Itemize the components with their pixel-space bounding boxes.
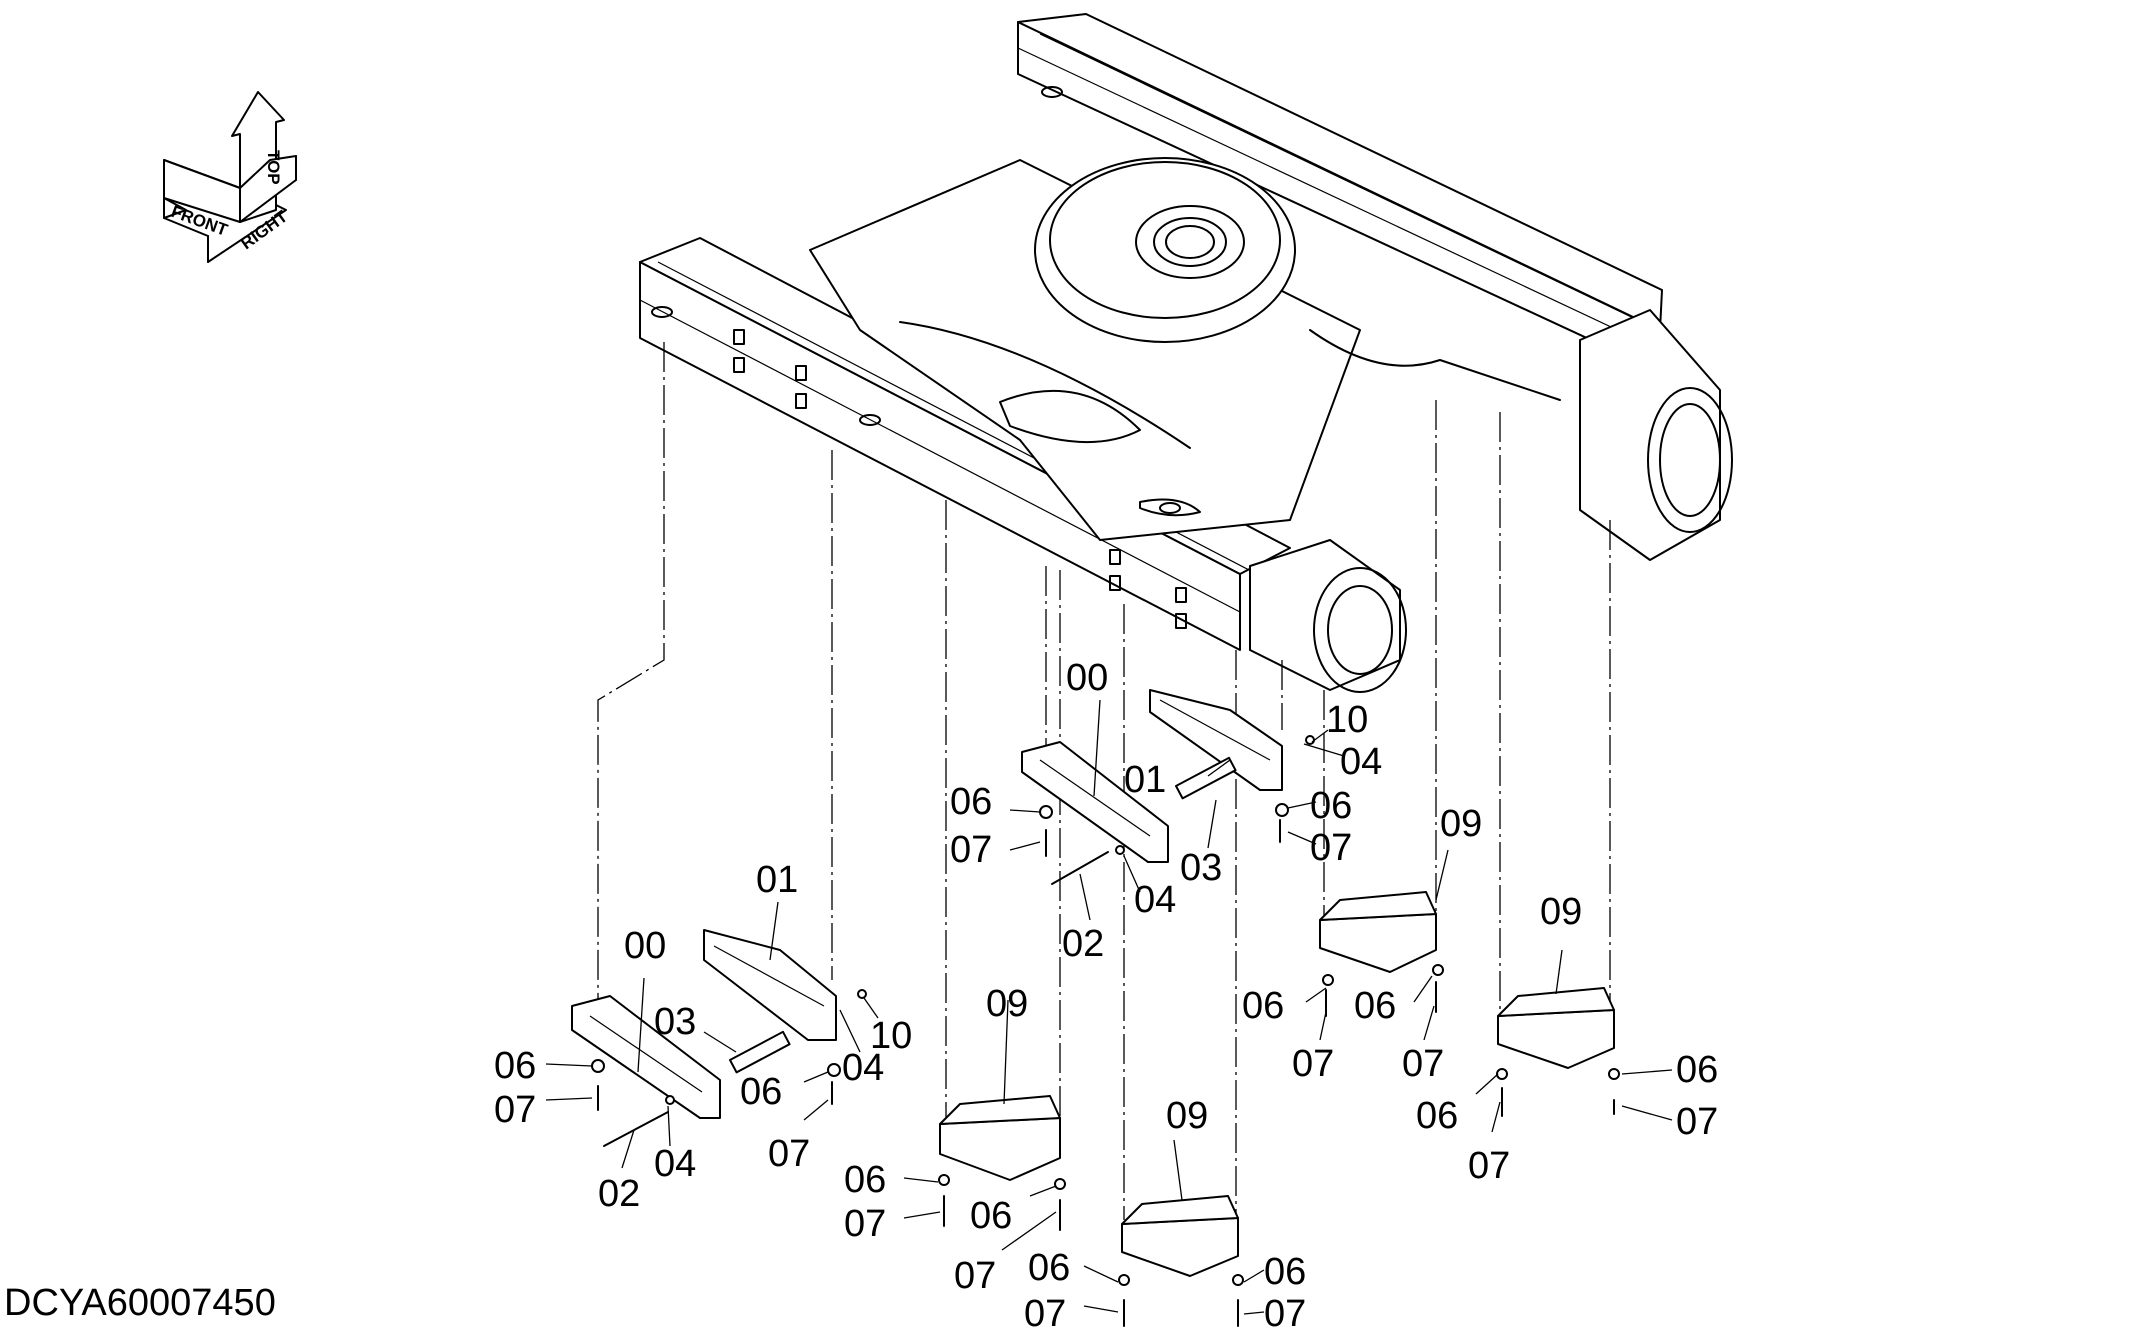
callout-09-a: 09 [1440,803,1482,845]
callout-04-left-a: 04 [842,1047,884,1089]
roller-guard-d [1496,987,1620,1117]
callout-07-mid-b: 07 [1310,827,1352,869]
roller-guard-b [938,1095,1066,1231]
callout-00-left: 00 [624,925,666,967]
callout-06-c2: 06 [1264,1251,1306,1293]
callout-06-left-b: 06 [494,1045,536,1087]
track-guard-plate-mid [1149,689,1283,791]
callout-07-d1: 07 [1468,1145,1510,1187]
callout-06-b2: 06 [970,1195,1012,1237]
callout-numbers: 00 01 10 04 06 07 03 04 02 06 07 01 00 0… [494,657,1718,1335]
callout-02-mid: 02 [1062,923,1104,965]
callout-02-left: 02 [598,1173,640,1215]
orientation-indicator: FRONT TOP RIGHT [163,91,297,263]
callout-04-mid-b: 04 [1134,879,1176,921]
projection-leaders [597,342,1611,1220]
drawing-code: DCYA60007450 [4,1282,276,1324]
track-frame [639,13,1733,693]
callout-07-c2: 07 [1264,1293,1306,1335]
callout-04-left-b: 04 [654,1143,696,1185]
callout-06-a2: 06 [1354,985,1396,1027]
callout-00-mid: 00 [1066,657,1108,699]
callout-06-mid-a: 06 [950,781,992,823]
callout-04-mid-a: 04 [1340,741,1382,783]
callout-07-a1: 07 [1292,1043,1334,1085]
callout-07-c1: 07 [1024,1293,1066,1335]
callout-07-d2: 07 [1676,1101,1718,1143]
track-guard-frame-left [571,995,721,1119]
track-guard-assembly-left [571,929,867,1147]
callout-09-b: 09 [986,983,1028,1025]
track-guard-plate-left [703,929,837,1041]
pin-mid [1051,851,1109,885]
callout-07-left-b: 07 [494,1089,536,1131]
callout-07-b1: 07 [844,1203,886,1245]
callout-leaders [545,699,1673,1315]
callout-07-b2: 07 [954,1255,996,1297]
callout-06-c1: 06 [1028,1247,1070,1289]
callout-01-left: 01 [756,859,798,901]
spacer-tube-mid [1174,756,1237,800]
roller-guard-c [1118,1195,1244,1327]
callout-07-mid-a: 07 [950,829,992,871]
pin-left [603,1111,669,1147]
callout-06-a1: 06 [1242,985,1284,1027]
callout-06-mid-b: 06 [1310,785,1352,827]
callout-10-mid: 10 [1326,699,1368,741]
spacer-tube-left [728,1030,791,1074]
callout-09-c: 09 [1166,1095,1208,1137]
callout-09-d: 09 [1540,891,1582,933]
track-guard-assembly-mid [1021,689,1315,885]
track-guard-frame-mid [1021,741,1169,863]
callout-03-left: 03 [654,1001,696,1043]
callout-07-left-a: 07 [768,1133,810,1175]
callout-06-d1: 06 [1416,1095,1458,1137]
callout-01-mid: 01 [1124,759,1166,801]
callout-06-b1: 06 [844,1159,886,1201]
roller-guard-a [1319,891,1444,1017]
callout-10-left: 10 [870,1015,912,1057]
callout-06-d2: 06 [1676,1049,1718,1091]
callout-07-a2: 07 [1402,1043,1444,1085]
top-label: TOP [264,150,283,185]
callout-06-left-a: 06 [740,1071,782,1113]
callout-03-mid: 03 [1180,847,1222,889]
